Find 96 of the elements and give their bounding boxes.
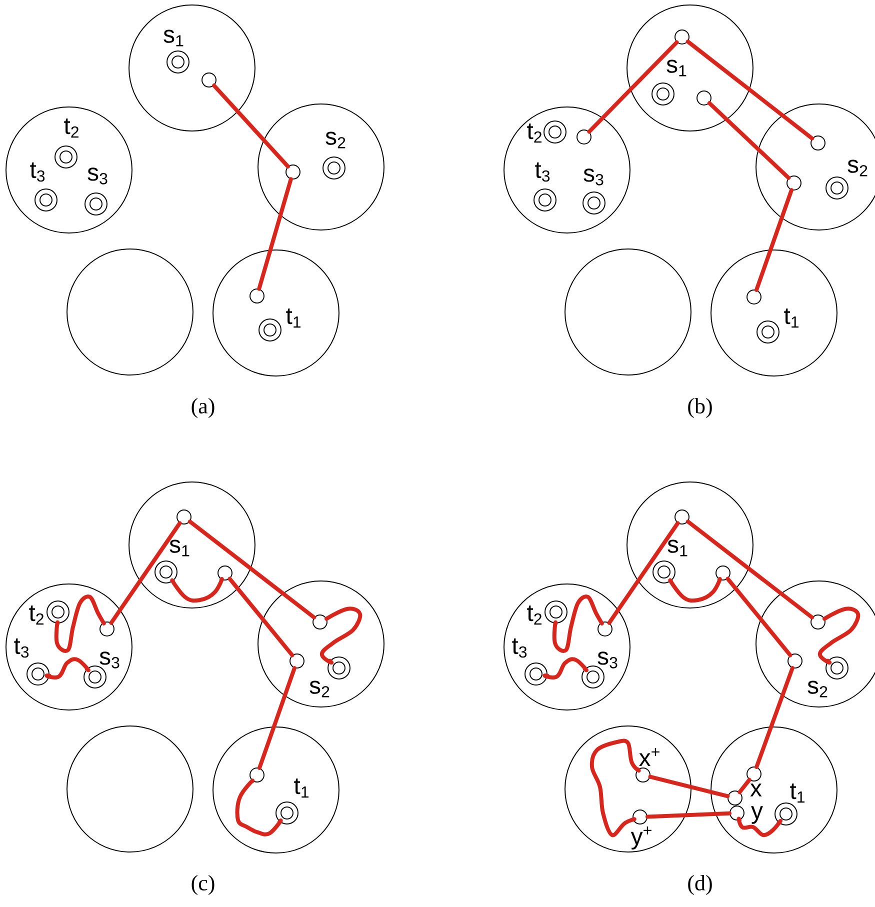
vertex-circle <box>746 766 762 782</box>
terminal-label: s$_{3}$ <box>584 168 604 186</box>
region-circle <box>66 248 194 376</box>
region-circle <box>6 584 132 711</box>
vertex-circle <box>810 614 826 630</box>
path-line <box>257 177 293 291</box>
curved-path <box>235 778 283 836</box>
region-circle <box>710 726 838 854</box>
panel-caption: (c) <box>192 875 214 895</box>
vertex-circle <box>286 164 300 180</box>
terminal-label: t$_{2}$ <box>527 605 542 625</box>
region-circle <box>564 248 692 376</box>
terminal-label: s$_{1}$ <box>164 30 184 46</box>
terminal-label: s$_{2}$ <box>310 680 330 698</box>
vertex-circle <box>674 510 690 524</box>
path-line <box>707 101 791 180</box>
path-line <box>646 811 732 819</box>
region-circle <box>6 106 132 234</box>
region-circle <box>212 726 340 854</box>
vertex-circle <box>746 290 762 304</box>
vertex-circle <box>250 768 264 782</box>
region-circle <box>710 250 838 376</box>
region-circle <box>128 482 256 608</box>
vertex-circle <box>598 622 612 636</box>
vertex-circle <box>788 654 802 669</box>
vertex-circle <box>250 288 264 304</box>
vertex-label: x$^{+}$ <box>639 748 660 766</box>
curved-path <box>54 594 106 653</box>
vertex-circle <box>674 30 690 44</box>
terminal-label: s$_{2}$ <box>848 160 868 176</box>
path-line <box>587 40 679 134</box>
vertex-circle <box>716 566 730 581</box>
path-line <box>109 521 182 625</box>
terminal-label: s$_{1}$ <box>668 540 688 556</box>
vertex-circle <box>202 72 216 88</box>
region-circle <box>66 726 194 852</box>
terminal-label: s$_{3}$ <box>598 652 618 668</box>
terminal-label: t$_{1}$ <box>784 308 798 328</box>
path-line <box>228 576 294 658</box>
region-circle <box>504 106 630 234</box>
terminal-label: t$_{1}$ <box>286 308 300 328</box>
vertex-label: x <box>750 784 762 796</box>
terminal-label: s$_{3}$ <box>100 652 120 668</box>
region-circle <box>128 4 256 132</box>
region-circle <box>626 482 754 608</box>
path-line <box>726 576 792 658</box>
curved-path <box>552 594 604 653</box>
region-circle <box>626 4 754 132</box>
panel-caption: (a) <box>192 398 214 418</box>
region-circle <box>504 584 630 711</box>
terminal-label: s$_{1}$ <box>170 540 190 556</box>
panel-caption: (b) <box>688 398 712 418</box>
vertex-circle <box>176 510 192 524</box>
path-line <box>686 520 814 620</box>
curved-path <box>170 577 224 603</box>
path-line <box>686 40 814 140</box>
curved-path <box>44 657 90 680</box>
path-line <box>648 774 730 798</box>
vertex-circle <box>696 90 712 106</box>
curved-path <box>542 657 588 680</box>
terminal-label: t$_{3}$ <box>512 638 527 658</box>
vertex-circle <box>786 176 802 190</box>
region-circle <box>258 104 384 230</box>
region-circle <box>258 580 384 708</box>
path-line <box>188 520 316 620</box>
terminal-label: s$_{2}$ <box>326 132 346 148</box>
region-circle <box>212 250 340 376</box>
curved-path <box>736 816 782 838</box>
terminal-label: t$_{3}$ <box>30 162 45 182</box>
terminal-label: t$_{1}$ <box>790 783 804 803</box>
path-line <box>212 84 290 168</box>
terminal-label: t$_{2}$ <box>64 118 78 138</box>
vertex-label: y$^{+}$ <box>630 826 652 850</box>
curved-path <box>668 577 722 603</box>
terminal-label: t$_{2}$ <box>29 605 44 625</box>
path-line <box>754 188 794 292</box>
terminal-label: t$_{3}$ <box>14 638 29 658</box>
terminal-label: t$_{2}$ <box>527 123 542 143</box>
terminal-label: s$_{2}$ <box>808 680 828 698</box>
vertex-circle <box>290 654 304 669</box>
path-line <box>754 666 794 769</box>
terminal-label: t$_{3}$ <box>535 162 550 182</box>
panel-caption: (d) <box>688 875 712 895</box>
path-line <box>738 778 752 794</box>
terminal-label: t$_{1}$ <box>294 778 308 798</box>
path-line <box>607 521 680 625</box>
terminal-label: s$_{3}$ <box>88 168 108 184</box>
vertex-circle <box>312 614 328 630</box>
vertex-circle <box>576 130 592 144</box>
terminal-label: s$_{1}$ <box>666 60 686 76</box>
path-line <box>257 666 297 770</box>
vertex-label: y <box>751 806 763 824</box>
vertex-circle <box>810 136 826 150</box>
vertex-circle <box>100 622 114 636</box>
curved-path <box>590 738 641 838</box>
region-circle <box>564 726 692 852</box>
